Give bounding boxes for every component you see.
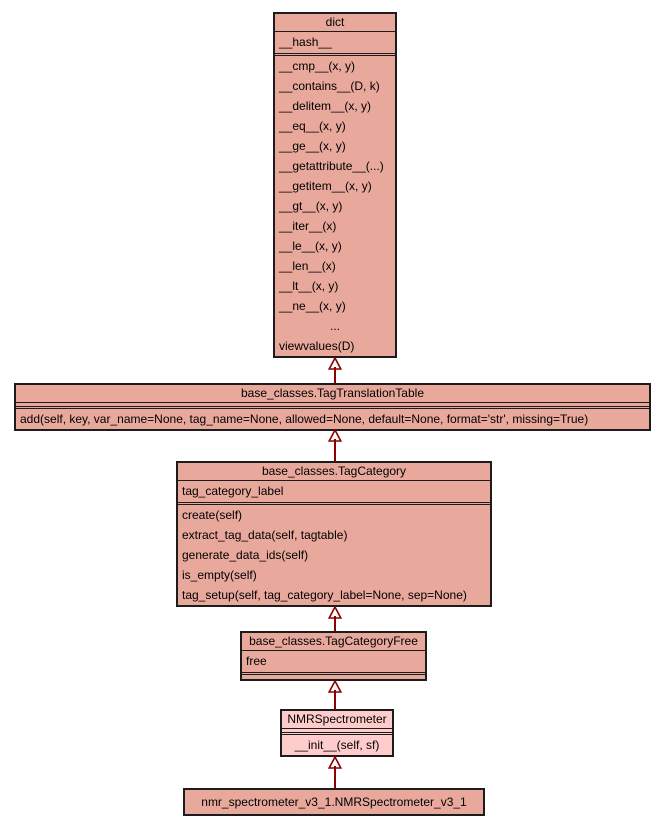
class-box-nmr-spectrometer-v3-1: nmr_spectrometer_v3_1.NMRSpectrometer_v3… (183, 788, 485, 816)
method-row: __init__(self, sf) (294, 738, 380, 752)
method-row: __lt__(x, y) (279, 279, 339, 293)
method-row: __delitem__(x, y) (279, 99, 372, 113)
method-row: generate_data_ids(self) (182, 548, 309, 562)
empty-attributes-compartment (282, 729, 392, 733)
method-row: add(self, key, var_name=None, tag_name=N… (20, 412, 589, 426)
method-row: __ne__(x, y) (279, 299, 346, 313)
method-row: tag_setup(self, tag_category_label=None,… (182, 588, 467, 602)
method-row: __gt__(x, y) (279, 199, 343, 213)
arrow-stem (334, 439, 336, 462)
method-row: __getitem__(x, y) (279, 179, 372, 193)
class-title: base_classes.TagTranslationTable (16, 385, 649, 403)
empty-methods-compartment (242, 674, 425, 679)
attributes-compartment: __hash__ (275, 32, 395, 54)
attribute-row: __hash__ (279, 35, 332, 49)
methods-compartment: create(self) extract_tag_data(self, tagta… (178, 504, 490, 605)
methods-compartment: __cmp__(x, y) __contains__(D, k) __delitem… (275, 55, 395, 356)
class-title: NMRSpectrometer (282, 711, 392, 729)
attribute-row: free (246, 654, 267, 668)
inheritance-arrow (327, 756, 343, 789)
class-title: nmr_spectrometer_v3_1.NMRSpectrometer_v3… (201, 795, 467, 809)
method-row: ... (329, 319, 340, 333)
class-box-nmr-spectrometer: NMRSpectrometer __init__(self, sf) (280, 709, 394, 757)
class-title: dict (275, 14, 395, 32)
attributes-compartment: tag_category_label (178, 481, 490, 503)
arrow-stem (334, 690, 336, 710)
method-row: __eq__(x, y) (279, 119, 346, 133)
inheritance-arrow (327, 606, 343, 632)
arrow-stem (334, 367, 336, 384)
methods-compartment: add(self, key, var_name=None, tag_name=N… (16, 408, 649, 429)
method-row: __getattribute__(...) (279, 159, 384, 173)
method-row: __iter__(x) (279, 219, 337, 233)
method-row: __ge__(x, y) (279, 139, 346, 153)
inheritance-arrow (327, 429, 343, 462)
attribute-row: tag_category_label (182, 484, 284, 498)
method-row: create(self) (182, 508, 243, 522)
arrow-stem (334, 766, 336, 789)
attributes-compartment: free (242, 651, 425, 673)
class-box-tag-category-free: base_classes.TagCategoryFree free (240, 631, 427, 681)
class-title: base_classes.TagCategoryFree (242, 633, 425, 651)
methods-compartment: __init__(self, sf) (282, 734, 392, 755)
inheritance-arrow (327, 357, 343, 384)
method-row: __cmp__(x, y) (279, 59, 356, 73)
method-row: __contains__(D, k) (279, 79, 380, 93)
class-box-dict: dict __hash__ __cmp__(x, y) __contains__(… (273, 12, 397, 358)
method-row: extract_tag_data(self, tagtable) (182, 528, 348, 542)
method-row: __le__(x, y) (279, 239, 342, 253)
empty-attributes-compartment (16, 403, 649, 407)
method-row: viewvalues(D) (279, 339, 355, 353)
inheritance-arrow (327, 680, 343, 710)
method-row: __len__(x) (279, 259, 336, 273)
class-box-tag-translation-table: base_classes.TagTranslationTable add(sel… (14, 383, 651, 431)
method-row: is_empty(self) (182, 568, 257, 582)
arrow-stem (334, 616, 336, 632)
class-box-tag-category: base_classes.TagCategory tag_category_la… (176, 461, 492, 607)
class-title: base_classes.TagCategory (178, 463, 490, 481)
